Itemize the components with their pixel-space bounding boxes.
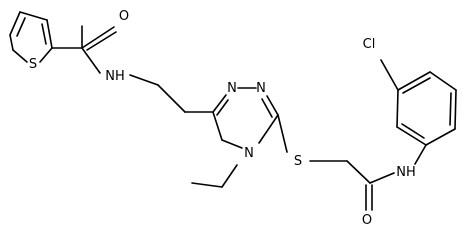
molecule-structure-diagram: S O NH N N N S Cl NH O xyxy=(9,9,457,228)
bond xyxy=(429,71,457,91)
atom-label-cl: Cl xyxy=(363,37,376,52)
bond xyxy=(396,89,399,128)
bond xyxy=(86,31,117,51)
bond xyxy=(39,47,53,63)
bond xyxy=(216,99,229,116)
bond xyxy=(19,11,48,21)
bond xyxy=(402,77,431,94)
atom-label-n: N xyxy=(256,81,266,96)
bond xyxy=(46,19,53,49)
atom-label-n: N xyxy=(244,146,254,161)
atom-label-o: O xyxy=(119,9,129,24)
bond xyxy=(9,11,21,36)
bond xyxy=(81,26,115,49)
bond xyxy=(16,17,26,37)
atom-label-s: S xyxy=(294,154,302,169)
bond xyxy=(221,164,238,188)
bond xyxy=(41,23,47,45)
bond xyxy=(157,84,186,113)
bond xyxy=(380,59,399,91)
bond xyxy=(425,128,456,146)
atom-label-n: N xyxy=(227,81,237,96)
bond xyxy=(396,126,427,146)
bond-group xyxy=(9,11,457,211)
bond xyxy=(454,89,457,130)
bond xyxy=(266,95,279,116)
atom-label-group: S O NH N N N S Cl NH O xyxy=(29,9,416,228)
bond xyxy=(129,74,159,86)
bond xyxy=(261,98,273,118)
bond xyxy=(191,182,223,188)
bond xyxy=(277,114,288,153)
bond xyxy=(81,47,101,74)
bond xyxy=(258,114,279,144)
bond xyxy=(414,144,427,165)
bond xyxy=(346,160,371,184)
bond xyxy=(221,139,243,149)
bond xyxy=(9,34,14,51)
atom-label-s: S xyxy=(29,57,37,72)
atom-label-o: O xyxy=(362,213,372,228)
bond xyxy=(212,111,223,141)
bond xyxy=(397,71,431,91)
atom-label-nh: NH xyxy=(105,69,125,84)
bond xyxy=(401,123,425,139)
bond xyxy=(369,172,395,184)
bond xyxy=(212,94,227,113)
bond xyxy=(449,92,452,126)
atom-label-nh: NH xyxy=(396,165,416,180)
bond xyxy=(12,49,28,63)
